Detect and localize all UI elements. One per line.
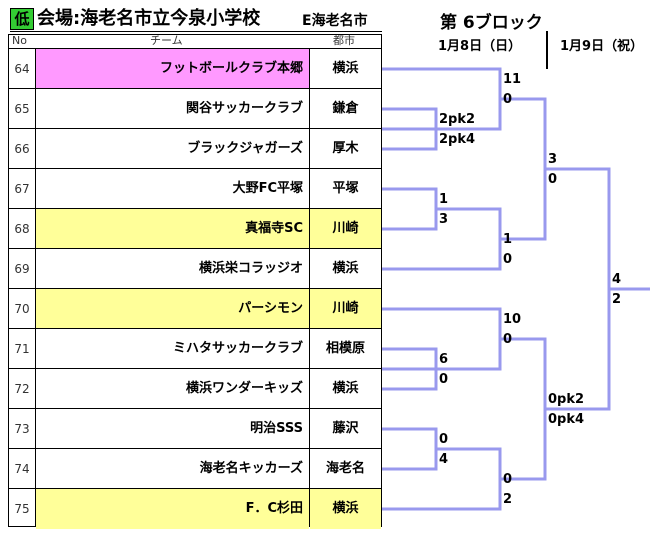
team-name: フットボールクラブ本郷: [36, 49, 309, 89]
row-number: 66: [14, 142, 30, 156]
match-score: 4: [612, 272, 622, 287]
row-number: 65: [14, 102, 30, 116]
row-divider: [8, 288, 382, 289]
team-city: 厚木: [332, 141, 359, 156]
team-city: 横浜: [332, 381, 359, 396]
col-divider-city: [309, 48, 310, 527]
match-score: 3: [548, 152, 558, 167]
team-city: 横浜: [332, 61, 359, 76]
match-score: 0: [503, 252, 513, 267]
match-score: 2pk2: [439, 112, 476, 127]
row-divider: [8, 88, 382, 89]
row-number: 75: [14, 502, 30, 516]
team-city: 海老名: [325, 461, 365, 476]
date-separator: [546, 31, 548, 69]
match-score: 4: [439, 452, 449, 467]
match-score: 0pk4: [548, 412, 585, 427]
venue-title: 会場:海老名市立今泉小学校: [37, 8, 261, 29]
match-score: 3: [439, 212, 449, 227]
block-title: 第 6ブロック: [440, 13, 543, 33]
team-city: 鎌倉: [332, 101, 359, 116]
venue-city: E海老名市: [302, 13, 368, 29]
team-name: ミハタサッカークラブ: [172, 341, 303, 356]
row-divider: [8, 408, 382, 409]
header-divider: [8, 48, 382, 49]
row-number: 72: [14, 382, 30, 396]
team-name: 横浜栄コラッジオ: [198, 261, 303, 276]
team-city: 川崎: [310, 289, 381, 329]
col-header-no: No: [12, 34, 27, 47]
title-underline: [10, 31, 382, 32]
team-name: 真福寺SC: [36, 209, 309, 249]
col-header-team: チーム: [150, 34, 183, 47]
row-divider: [8, 128, 382, 129]
team-name: パーシモン: [36, 289, 309, 329]
row-number: 70: [14, 302, 30, 316]
team-name: 関谷サッカークラブ: [185, 101, 303, 116]
match-score: 0: [503, 92, 513, 107]
col-header-city: 都市: [333, 34, 355, 47]
row-number: 64: [14, 62, 30, 76]
row-divider: [8, 208, 382, 209]
team-city: 相模原: [325, 341, 365, 356]
row-number: 73: [14, 422, 30, 436]
match-score: 10: [503, 312, 522, 327]
team-city: 藤沢: [332, 421, 359, 436]
team-city: 平塚: [332, 181, 359, 196]
team-name: 明治SSS: [250, 421, 303, 436]
date-day2: 1月9日（祝）: [560, 39, 644, 54]
date-day1: 1月8日（日）: [438, 39, 522, 54]
match-score: 1: [439, 192, 449, 207]
team-name: 大野FC平塚: [232, 181, 303, 196]
match-score: 1: [503, 232, 513, 247]
row-divider: [8, 488, 382, 489]
match-score: 0: [503, 332, 513, 347]
row-divider: [8, 248, 382, 249]
team-name: 海老名キッカーズ: [199, 461, 303, 476]
match-score: 6: [439, 352, 449, 367]
col-divider-no: [35, 48, 36, 527]
row-number: 69: [14, 262, 30, 276]
team-name: F．C杉田: [36, 489, 309, 529]
match-score: 0: [548, 172, 558, 187]
match-score: 0pk2: [548, 392, 585, 407]
match-score: 0: [439, 432, 449, 447]
team-name: 横浜ワンダーキッズ: [185, 381, 303, 396]
match-score: 0: [503, 472, 513, 487]
match-score: 11: [503, 72, 522, 87]
match-score: 2: [612, 292, 622, 307]
team-name: ブラックジャガーズ: [187, 141, 303, 156]
match-score: 2: [503, 492, 513, 507]
row-number: 67: [14, 182, 30, 196]
match-score: 0: [439, 372, 449, 387]
row-divider: [8, 328, 382, 329]
match-score: 2pk4: [439, 132, 476, 147]
row-divider: [8, 168, 382, 169]
row-number: 74: [14, 462, 30, 476]
row-number: 68: [14, 222, 30, 236]
team-city: 横浜: [332, 261, 359, 276]
row-number: 71: [14, 342, 30, 356]
level-badge: 低: [10, 8, 34, 30]
team-city: 横浜: [310, 489, 381, 529]
row-divider: [8, 448, 382, 449]
row-divider: [8, 368, 382, 369]
team-city: 川崎: [310, 209, 381, 249]
